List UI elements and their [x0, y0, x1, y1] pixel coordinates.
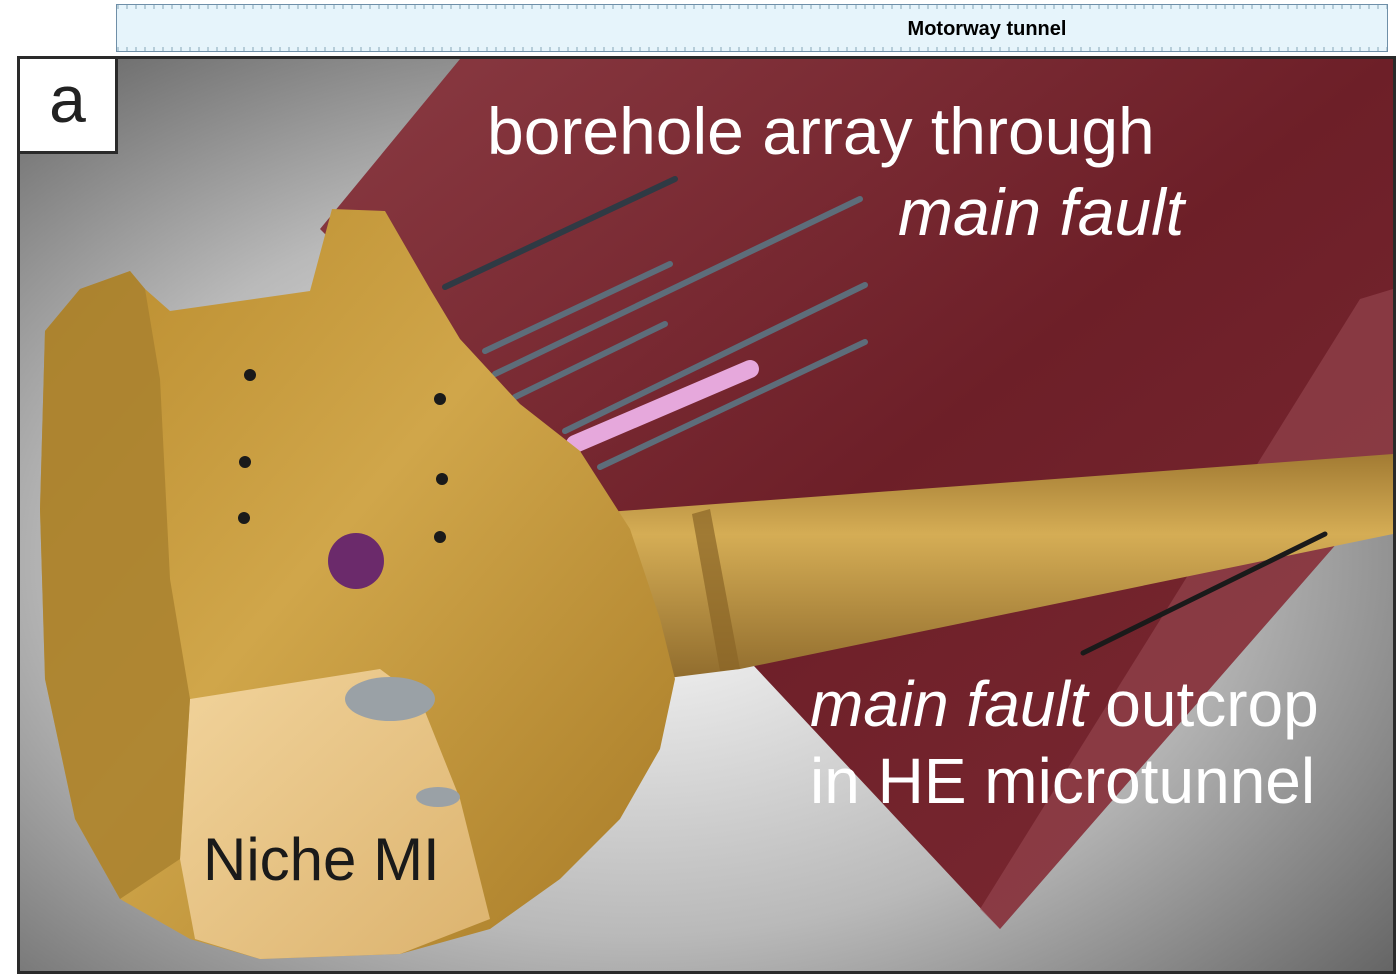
niche-label: Niche MI: [203, 825, 440, 895]
strip-top-ticks: [117, 5, 1387, 9]
main-fault-label: main fault: [898, 176, 1184, 248]
large-borehole-marker: [328, 533, 384, 589]
outcrop-word: outcrop: [1087, 668, 1318, 740]
outcrop-label-line2: in HE microtunnel: [810, 744, 1315, 818]
strip-bottom-ticks: [117, 47, 1387, 51]
floor-gap-2: [416, 787, 460, 807]
motorway-tunnel-strip: Motorway tunnel: [116, 4, 1388, 52]
floor-gap-1: [345, 677, 435, 721]
panel-letter: a: [20, 61, 115, 137]
outcrop-main-fault-text: main fault: [810, 668, 1087, 740]
outcrop-label-line1: main fault outcrop: [810, 667, 1319, 741]
panel-letter-box: a: [20, 59, 118, 154]
borehole-array-label: borehole array through: [487, 95, 1155, 167]
motorway-tunnel-label: Motorway tunnel: [117, 18, 1387, 41]
figure-panel-a: a borehole array through main fault main…: [17, 56, 1396, 974]
